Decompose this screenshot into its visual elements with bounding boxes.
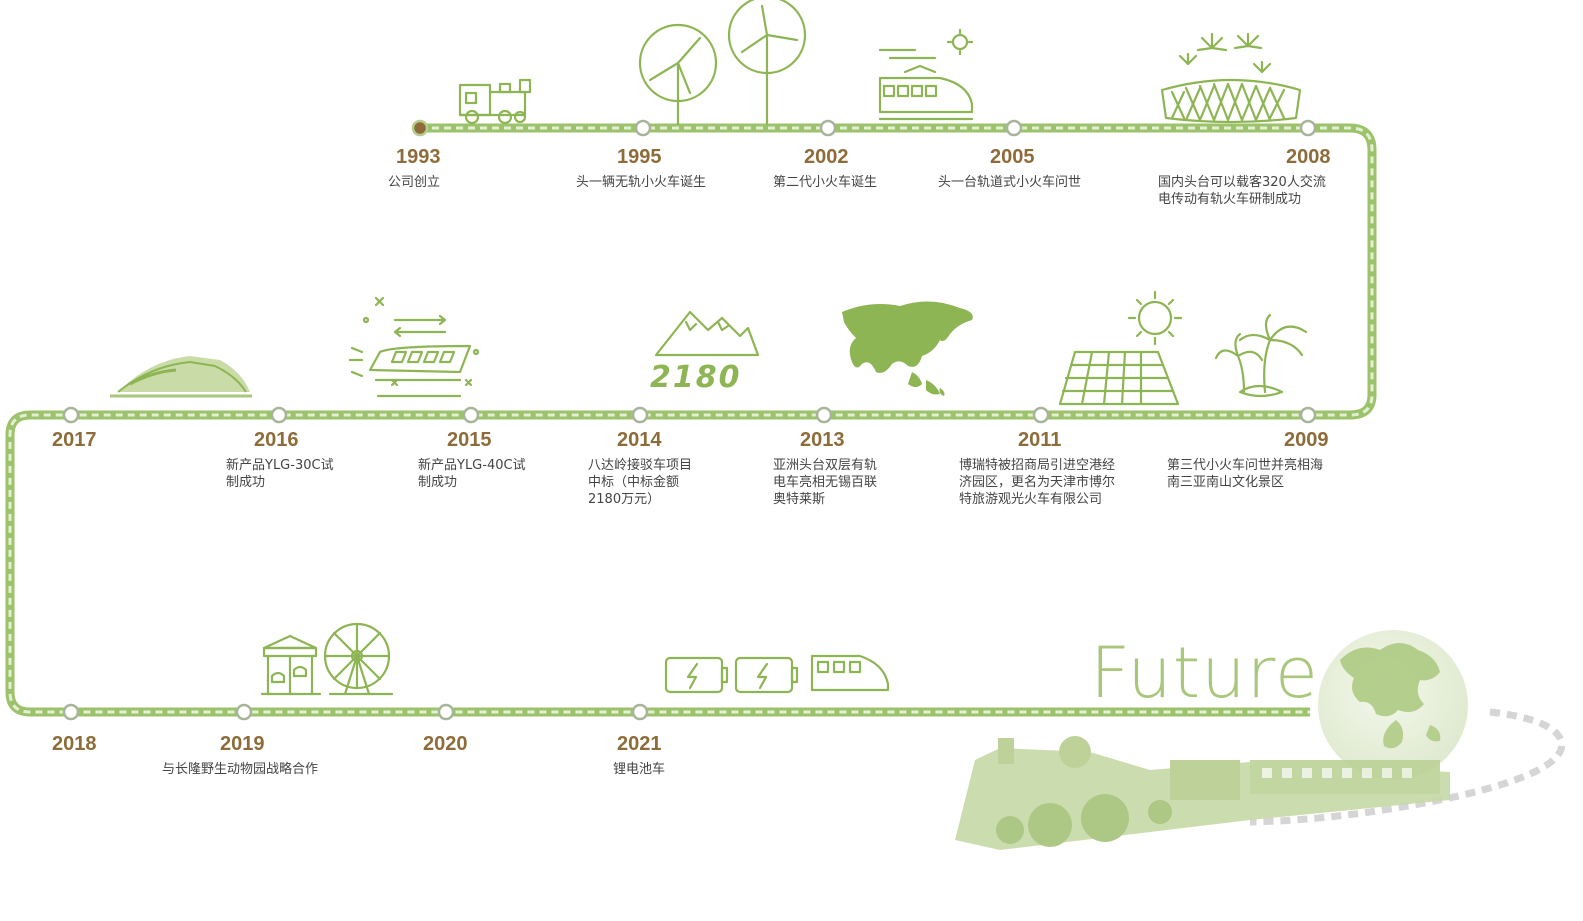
year-label-2019: 2019 — [220, 733, 265, 755]
milestone-text-2015: 新产品YLG-40C试 制成功 — [418, 458, 526, 490]
timeline-node-2020 — [437, 703, 455, 721]
asia-map-icon — [842, 301, 973, 396]
timeline-node-2018 — [62, 703, 80, 721]
year-label-1995: 1995 — [617, 146, 662, 168]
milestone-text-2009: 第三代小火车问世并亮相海 南三亚南山文化景区 — [1167, 458, 1324, 490]
milestone-text-2005: 头一台轨道式小火车问世 — [938, 175, 1082, 190]
year-label-2020: 2020 — [423, 733, 468, 755]
year-label-2005: 2005 — [990, 146, 1035, 168]
timeline-node-2013 — [815, 406, 833, 424]
high-speed-train-icon — [110, 356, 252, 398]
bullet-train-icon — [878, 28, 974, 121]
timeline-node-2009 — [1299, 406, 1317, 424]
milestone-text-2011: 博瑞特被招商局引进空港经 济园区，更名为天津市博尔 特旅游观光火车有限公司 — [959, 458, 1116, 507]
timeline-node-2016 — [270, 406, 288, 424]
milestone-text-2002: 第二代小火车诞生 — [773, 175, 878, 190]
milestone-text-2014: 八达岭接驳车项目 中标（中标金额 2180万元） — [588, 458, 693, 507]
year-label-2002: 2002 — [804, 146, 849, 168]
milestone-text-2013: 亚洲头台双层有轨 电车亮相无锡百联 奥特莱斯 — [773, 458, 878, 507]
mountains-icon — [654, 310, 760, 357]
year-label-2016: 2016 — [254, 429, 299, 451]
timeline-node-2017 — [62, 406, 80, 424]
timeline-node-2002 — [819, 119, 837, 137]
timeline-node-2011 — [1032, 406, 1050, 424]
steam-train-icon — [458, 78, 532, 125]
year-label-2009: 2009 — [1284, 429, 1329, 451]
timeline-node-2019 — [235, 703, 253, 721]
timeline-node-1995 — [634, 119, 652, 137]
wind-turbine-icon — [638, 0, 807, 126]
year-label-2017: 2017 — [52, 429, 97, 451]
year-label-2008: 2008 — [1286, 146, 1331, 168]
milestone-text-2008: 国内头台可以载客320人交流 电传动有轨火车研制成功 — [1158, 175, 1326, 207]
solar-panel-icon — [1058, 290, 1183, 406]
palm-trees-icon — [1214, 313, 1308, 398]
timeline-nodes — [62, 119, 1317, 721]
milestone-text-2021: 锂电池车 — [613, 762, 666, 777]
milestone-text-1995: 头一辆无轨小火车诞生 — [576, 175, 707, 190]
globe-icon — [1318, 630, 1468, 780]
year-label-2011: 2011 — [1018, 429, 1062, 451]
year-label-2014: 2014 — [617, 429, 662, 451]
timeline-node-2015 — [462, 406, 480, 424]
milestone-text-1993: 公司创立 — [388, 175, 441, 190]
timeline-node-2014 — [631, 406, 649, 424]
future-heading: Future — [1090, 632, 1319, 714]
vintage-locomotive-icon — [950, 736, 1450, 921]
number-2180-icon-text: 2180 — [650, 360, 742, 395]
year-label-2013: 2013 — [800, 429, 845, 451]
carousel-ferris-wheel-icon — [260, 622, 394, 696]
stadium-fireworks-icon — [1160, 32, 1302, 124]
year-label-2021: 2021 — [617, 733, 662, 755]
timeline-node-2021 — [631, 703, 649, 721]
timeline-node-2008 — [1299, 119, 1317, 137]
battery-icon — [664, 654, 890, 694]
year-label-2018: 2018 — [52, 733, 97, 755]
year-label-1993: 1993 — [396, 146, 441, 168]
modern-train-icon — [348, 296, 480, 398]
year-label-2015: 2015 — [447, 429, 492, 451]
milestone-text-2016: 新产品YLG-30C试 制成功 — [226, 458, 334, 490]
timeline-node-1993 — [411, 119, 429, 137]
milestone-text-2019: 与长隆野生动物园战略合作 — [162, 762, 319, 777]
timeline-node-2005 — [1005, 119, 1023, 137]
